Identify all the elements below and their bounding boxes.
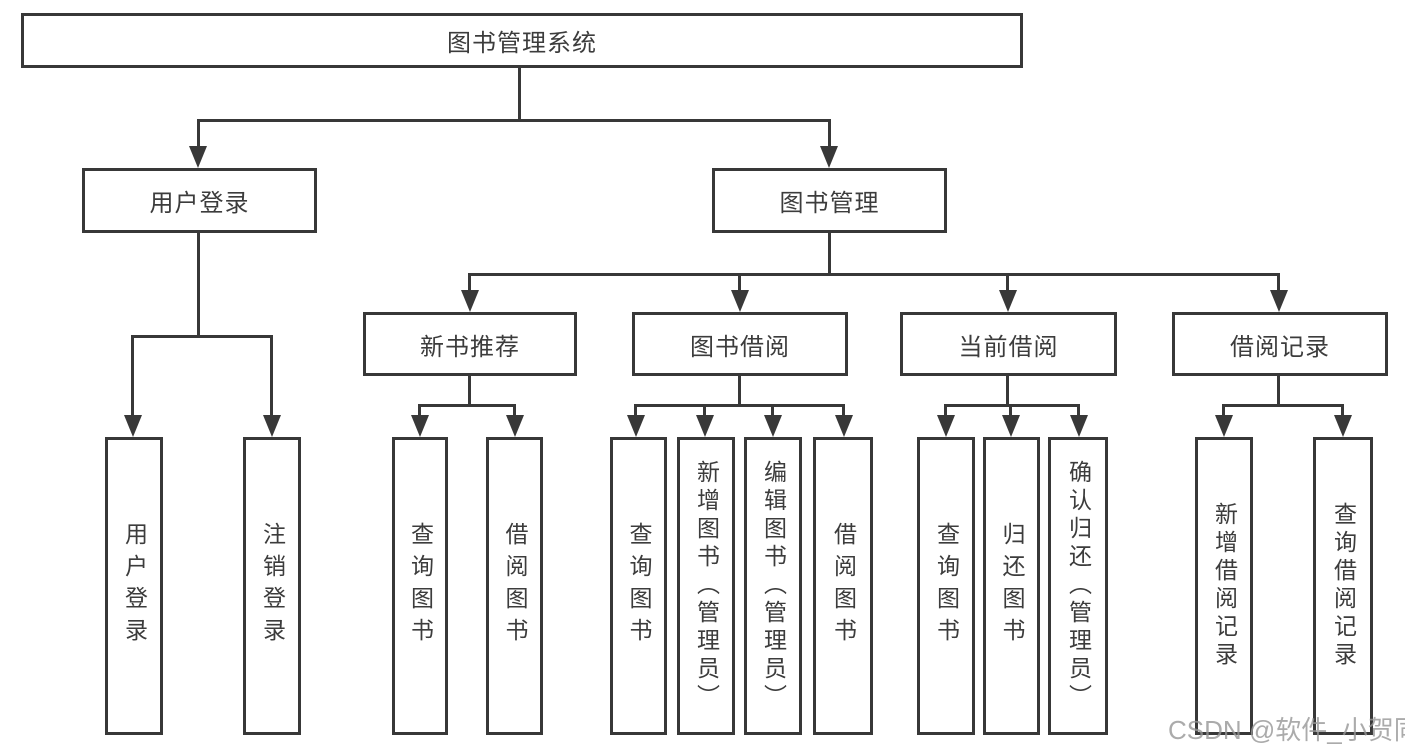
node-label: 确认归还（管理员） bbox=[1065, 460, 1092, 712]
node-label: 图书管理 bbox=[779, 190, 880, 217]
node-label: 当前借阅 bbox=[958, 333, 1059, 361]
arrowhead-book-borrow bbox=[731, 290, 749, 312]
leaf-nb-borrow-books: 借阅图书 bbox=[486, 437, 543, 735]
connector-drop-logout bbox=[270, 335, 273, 417]
connector-drop-cb-return bbox=[1009, 404, 1012, 417]
connector-drop-br-query bbox=[1341, 404, 1344, 417]
arrowhead-borrow-records bbox=[1270, 290, 1288, 312]
connector-drop-borrow-records bbox=[1277, 273, 1280, 292]
node-current-borrow: 当前借阅 bbox=[900, 312, 1117, 376]
connector-level2-bus bbox=[197, 119, 831, 122]
arrowhead-bb-query bbox=[627, 415, 645, 437]
leaf-cb-return-books: 归还图书 bbox=[983, 437, 1040, 735]
leaf-bb-borrow-books: 借阅图书 bbox=[813, 437, 873, 735]
connector-drop-cb-confirm bbox=[1077, 404, 1080, 417]
connector-drop-bb-add bbox=[703, 404, 706, 417]
leaf-bb-query-books: 查询图书 bbox=[610, 437, 667, 735]
node-label: 编辑图书（管理员） bbox=[760, 460, 787, 712]
connector-drop-bb-query bbox=[634, 404, 637, 417]
node-label: 借阅图书 bbox=[830, 522, 857, 650]
node-label: 新增借阅记录 bbox=[1211, 502, 1238, 670]
arrowhead-login bbox=[124, 415, 142, 437]
leaf-nb-query-books: 查询图书 bbox=[392, 437, 448, 735]
connector-drop-user-login bbox=[197, 119, 200, 148]
csdn-watermark: CSDN @软件_小贺同学 bbox=[1168, 715, 1405, 745]
arrowhead-br-add bbox=[1215, 415, 1233, 437]
leaf-br-add-record: 新增借阅记录 bbox=[1195, 437, 1253, 735]
connector-book-borrow-bus bbox=[634, 404, 845, 407]
node-label: 查询图书 bbox=[626, 522, 652, 650]
connector-book-management-trunk bbox=[828, 233, 831, 276]
arrowhead-new-book-recommend bbox=[461, 290, 479, 312]
node-label: 新增图书（管理员） bbox=[693, 460, 720, 712]
arrowhead-bb-borrow bbox=[835, 415, 853, 437]
node-label: 借阅图书 bbox=[502, 522, 528, 650]
arrowhead-book-management bbox=[820, 146, 838, 168]
connector-level3-bus bbox=[468, 273, 1280, 276]
connector-drop-current-borrow bbox=[1006, 273, 1009, 292]
arrowhead-bb-add bbox=[696, 415, 714, 437]
arrowhead-user-login bbox=[189, 146, 207, 168]
node-book-borrow: 图书借阅 bbox=[632, 312, 848, 376]
connector-book-borrow-trunk bbox=[738, 376, 741, 407]
leaf-logout: 注销登录 bbox=[243, 437, 301, 735]
leaf-cb-query-books: 查询图书 bbox=[917, 437, 975, 735]
arrowhead-br-query bbox=[1334, 415, 1352, 437]
arrowhead-nb-borrow bbox=[506, 415, 524, 437]
connector-drop-book-borrow bbox=[738, 273, 741, 292]
arrowhead-cb-return bbox=[1002, 415, 1020, 437]
arrowhead-current-borrow bbox=[999, 290, 1017, 312]
connector-user-login-trunk bbox=[197, 233, 200, 337]
leaf-bb-add-books-admin: 新增图书（管理员） bbox=[677, 437, 735, 735]
connector-new-book-trunk bbox=[468, 376, 471, 407]
node-label: 图书管理系统 bbox=[447, 30, 597, 57]
connector-root-trunk bbox=[518, 68, 521, 122]
connector-drop-new-book-recommend bbox=[468, 273, 471, 292]
node-label: 借阅记录 bbox=[1230, 333, 1330, 361]
connector-new-book-bus bbox=[418, 404, 516, 407]
node-label: 查询借阅记录 bbox=[1330, 502, 1357, 670]
node-label: 用户登录 bbox=[149, 190, 250, 217]
connector-current-borrow-trunk bbox=[1006, 376, 1009, 407]
connector-drop-nb-borrow bbox=[513, 404, 516, 417]
leaf-br-query-record: 查询借阅记录 bbox=[1313, 437, 1373, 735]
node-borrow-records: 借阅记录 bbox=[1172, 312, 1388, 376]
node-label: 查询图书 bbox=[933, 522, 960, 650]
connector-drop-book-management bbox=[828, 119, 831, 148]
arrowhead-cb-confirm bbox=[1070, 415, 1088, 437]
connector-drop-bb-borrow bbox=[842, 404, 845, 417]
connector-drop-br-add bbox=[1222, 404, 1225, 417]
leaf-bb-edit-books-admin: 编辑图书（管理员） bbox=[744, 437, 802, 735]
node-label: 新书推荐 bbox=[420, 333, 520, 361]
node-root-library-system: 图书管理系统 bbox=[21, 13, 1023, 68]
node-book-management: 图书管理 bbox=[712, 168, 947, 233]
node-label: 归还图书 bbox=[999, 522, 1025, 650]
node-new-book-recommend: 新书推荐 bbox=[363, 312, 577, 376]
leaf-user-login: 用户登录 bbox=[105, 437, 163, 735]
connector-borrow-records-bus bbox=[1222, 404, 1344, 407]
node-label: 查询图书 bbox=[407, 522, 434, 650]
connector-drop-bb-edit bbox=[771, 404, 774, 417]
connector-borrow-records-trunk bbox=[1277, 376, 1280, 407]
connector-user-login-bus bbox=[131, 335, 273, 338]
leaf-cb-confirm-return-admin: 确认归还（管理员） bbox=[1048, 437, 1108, 735]
connector-drop-login bbox=[131, 335, 134, 417]
arrowhead-bb-edit bbox=[764, 415, 782, 437]
arrowhead-nb-query bbox=[411, 415, 429, 437]
arrowhead-logout bbox=[263, 415, 281, 437]
node-user-login: 用户登录 bbox=[82, 168, 317, 233]
node-label: 用户登录 bbox=[121, 522, 148, 650]
node-label: 图书借阅 bbox=[690, 333, 790, 361]
node-label: 注销登录 bbox=[259, 522, 286, 650]
connector-current-borrow-bus bbox=[944, 404, 1080, 407]
connector-drop-cb-query bbox=[944, 404, 947, 417]
arrowhead-cb-query bbox=[937, 415, 955, 437]
connector-drop-nb-query bbox=[418, 404, 421, 417]
